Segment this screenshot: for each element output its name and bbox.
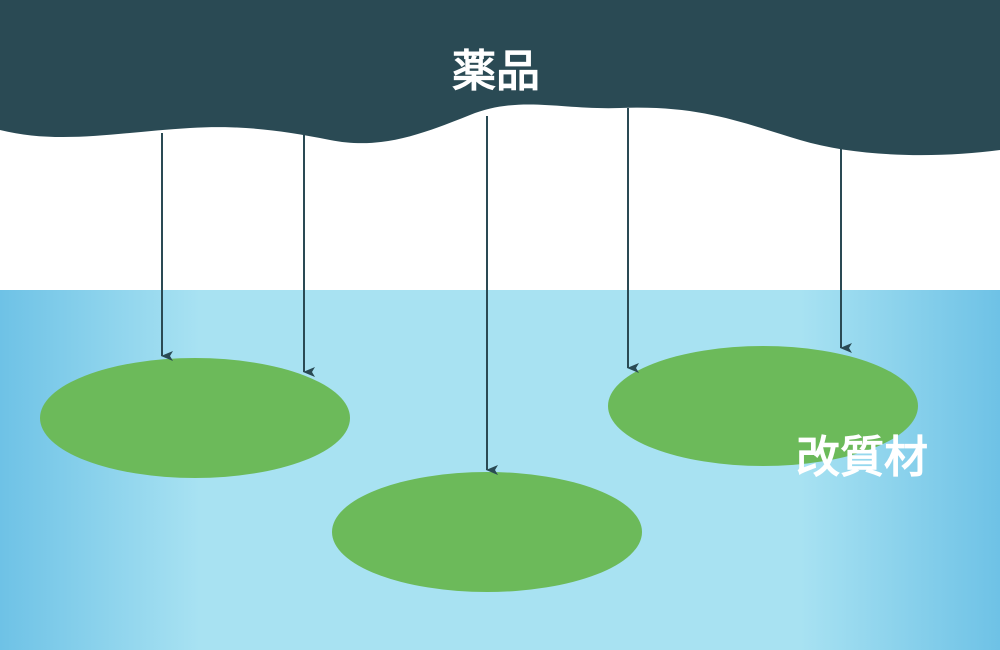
particle-center xyxy=(332,472,642,592)
chemical-band xyxy=(0,0,1000,156)
particle-left xyxy=(40,358,350,478)
particle-right xyxy=(608,346,918,466)
chemical-label: 薬品 xyxy=(452,46,540,97)
modifier-material-label: 改質材 xyxy=(796,432,928,483)
